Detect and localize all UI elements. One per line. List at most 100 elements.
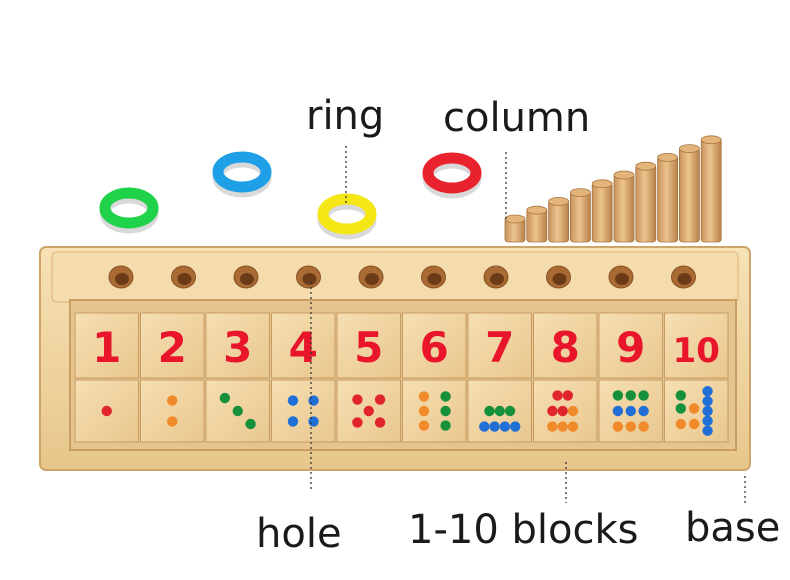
- count-dot: [232, 405, 243, 417]
- hole-inner: [490, 273, 504, 285]
- count-dot: [504, 405, 516, 417]
- number-block: [140, 312, 205, 379]
- count-dot: [562, 390, 574, 401]
- count-dot: [219, 392, 231, 404]
- number-digit: 2: [158, 323, 187, 372]
- dot-block-row: [74, 379, 729, 443]
- count-dot: [440, 405, 451, 417]
- count-dot: [612, 405, 624, 417]
- number-digit: 7: [485, 323, 514, 372]
- count-dot: [567, 405, 579, 417]
- number-digit: 5: [354, 323, 383, 372]
- hole-inner: [677, 273, 692, 285]
- column: [679, 147, 700, 243]
- count-dot: [101, 405, 112, 417]
- hole-inner: [427, 273, 442, 285]
- column-set: [504, 135, 722, 243]
- blue-ring: [212, 151, 272, 193]
- count-dot: [702, 386, 713, 397]
- hole-inner: [302, 273, 317, 285]
- count-dot: [352, 417, 363, 428]
- count-dot: [374, 394, 386, 405]
- column-top: [570, 188, 591, 198]
- count-dot: [308, 416, 319, 427]
- count-dot: [557, 421, 568, 432]
- number-block: [271, 312, 336, 379]
- number-block: [205, 312, 270, 379]
- count-dot: [675, 390, 686, 401]
- hole-row: [108, 265, 696, 289]
- count-dot: [688, 403, 700, 414]
- count-dot: [499, 421, 511, 432]
- dot-block: [402, 379, 467, 443]
- column-top: [504, 214, 526, 224]
- column: [613, 173, 635, 243]
- hole-rail: [51, 251, 739, 303]
- count-dot: [547, 421, 558, 432]
- column: [570, 191, 591, 243]
- count-dot: [308, 395, 319, 406]
- hole-inner: [615, 273, 629, 285]
- column-top: [591, 179, 613, 189]
- count-dot: [287, 416, 299, 427]
- number-digit: 10: [673, 331, 720, 371]
- column-top: [657, 152, 678, 162]
- number-block: [74, 312, 139, 379]
- green-ring: [99, 187, 159, 229]
- count-dot: [245, 418, 256, 430]
- dot-block: [271, 379, 336, 443]
- red-ring: [422, 152, 482, 194]
- count-dot: [418, 405, 430, 417]
- count-dot: [547, 405, 558, 417]
- count-dot: [675, 418, 686, 430]
- ring-label: ring: [306, 93, 385, 139]
- count-dot: [702, 395, 713, 407]
- base-label: base: [685, 505, 781, 551]
- number-digit: 6: [420, 323, 449, 372]
- count-dot: [418, 391, 430, 402]
- count-dot: [612, 421, 624, 432]
- column: [657, 155, 678, 243]
- count-dot: [494, 405, 505, 417]
- hole-inner: [365, 273, 379, 285]
- count-dot: [352, 394, 363, 405]
- count-dot: [374, 417, 386, 428]
- number-digit: 3: [223, 323, 252, 372]
- column: [635, 164, 657, 243]
- number-block: [402, 312, 467, 379]
- hole-label: hole: [256, 511, 342, 557]
- count-dot: [625, 421, 636, 432]
- yellow-ring: [317, 193, 377, 235]
- hole-inner: [552, 273, 567, 285]
- count-dot: [702, 405, 713, 417]
- number-digit: 9: [616, 323, 645, 372]
- count-dot: [363, 405, 374, 417]
- count-dot: [167, 416, 178, 427]
- count-dot: [702, 425, 713, 436]
- count-dot: [688, 418, 700, 430]
- count-dot: [167, 395, 178, 406]
- number-block: [598, 312, 663, 379]
- column-top: [679, 144, 700, 154]
- number-block: [467, 312, 532, 379]
- column-top: [526, 205, 548, 215]
- count-dot: [612, 390, 624, 401]
- column-top: [548, 196, 569, 206]
- count-dot: [479, 421, 490, 432]
- number-digit: 4: [289, 323, 318, 372]
- count-dot: [625, 390, 636, 401]
- count-dot: [440, 420, 451, 431]
- hole-inner: [115, 273, 129, 285]
- count-dot: [484, 405, 495, 417]
- count-dot: [638, 390, 649, 401]
- count-dot: [702, 415, 713, 427]
- count-dot: [675, 403, 686, 414]
- dot-block: [140, 379, 205, 443]
- count-dot: [440, 391, 451, 402]
- column-top: [635, 161, 657, 171]
- column: [700, 138, 722, 243]
- count-dot: [510, 421, 521, 432]
- hole-inner: [177, 273, 192, 285]
- column-top: [700, 135, 722, 145]
